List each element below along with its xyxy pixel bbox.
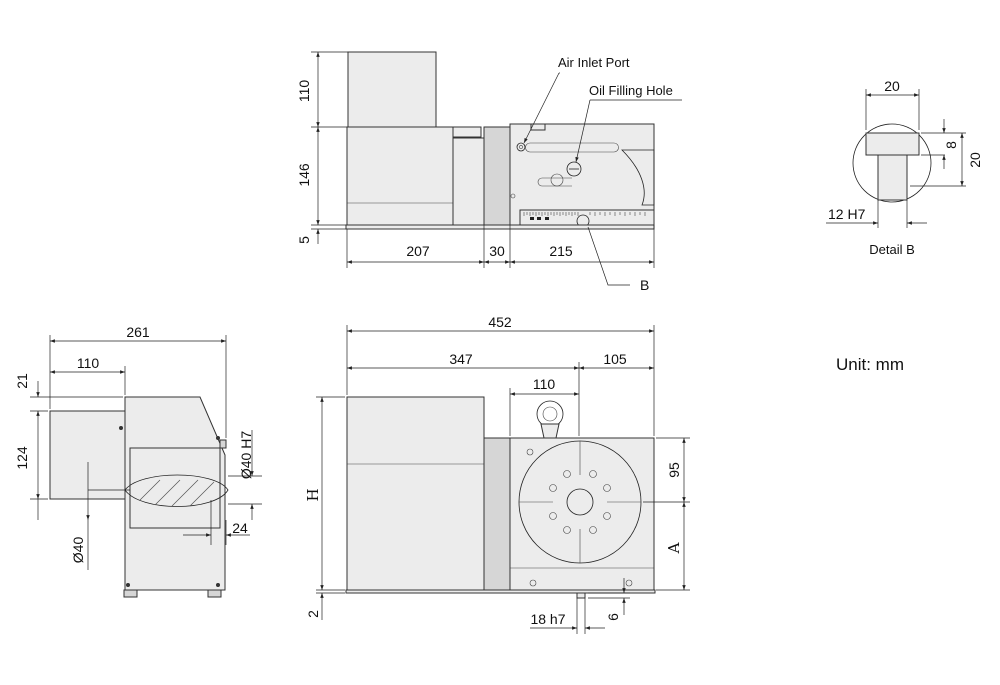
dim-side-124: 124 <box>14 446 30 470</box>
dim-front-452: 452 <box>488 314 512 330</box>
oil-filling-hole <box>566 161 582 177</box>
dim-side-bore-fit: Ø40 H7 <box>238 431 254 479</box>
coupling-housing <box>483 126 511 226</box>
oil-filling-label: Oil Filling Hole <box>589 83 673 98</box>
lifting-eye <box>536 400 564 428</box>
dim-detail-20w: 20 <box>884 78 900 94</box>
dim-side-24: 24 <box>232 520 248 536</box>
side-bore-frame <box>129 447 221 529</box>
dim-front-95: 95 <box>666 462 682 478</box>
detail-slot-top <box>865 132 920 156</box>
dim-top-207: 207 <box>406 243 430 259</box>
dim-top-30: 30 <box>489 243 505 259</box>
motor-cover <box>347 51 437 128</box>
dim-front-h: H <box>304 488 322 501</box>
dim-front-6: 6 <box>605 613 621 621</box>
air-fitting <box>530 123 546 131</box>
dim-detail-8: 8 <box>943 141 959 149</box>
dim-front-2: 2 <box>305 610 321 618</box>
detail-b-circle <box>852 123 932 203</box>
scale-ticks <box>523 212 646 216</box>
base-plate <box>345 224 655 230</box>
center-bore <box>566 488 594 516</box>
dim-side-110: 110 <box>77 355 100 371</box>
front-view: 452 347 105 110 H 2 95 A 18 h7 6 <box>304 314 690 634</box>
motor-flange <box>452 137 485 226</box>
dim-detail-12h7: 12 H7 <box>828 206 866 222</box>
top-view: 110 146 5 207 30 215 Air Inlet Port Oil … <box>296 51 682 293</box>
dim-top-110: 110 <box>296 80 312 103</box>
detail-b-title: Detail B <box>869 242 915 257</box>
detail-b-view: 20 8 20 12 H7 Detail B <box>826 78 983 257</box>
t-slot-holes <box>549 470 611 534</box>
dim-top-215: 215 <box>549 243 573 259</box>
dim-front-a: A <box>665 542 683 554</box>
side-view: 261 110 21 124 Ø40 H7 Ø40 24 <box>14 324 262 598</box>
dim-side-21: 21 <box>14 373 30 389</box>
front-coupling <box>483 437 511 591</box>
side-bore-section <box>124 474 229 507</box>
front-key <box>576 592 586 599</box>
detail-slot-key <box>877 154 908 201</box>
dim-side-bore-dia: Ø40 <box>70 537 86 564</box>
unit-label: Unit: mm <box>836 355 904 374</box>
dim-front-110: 110 <box>533 376 556 392</box>
detail-b-ref: B <box>640 277 649 293</box>
dim-front-105: 105 <box>603 351 627 367</box>
dim-top-5: 5 <box>296 236 312 244</box>
side-motor <box>49 410 126 500</box>
motor-body <box>346 126 454 226</box>
side-foot-right <box>207 589 222 598</box>
front-housing <box>509 437 655 591</box>
air-inlet-port <box>516 142 526 152</box>
dim-top-146: 146 <box>296 163 312 187</box>
motor-connector <box>452 126 482 138</box>
dim-side-261: 261 <box>126 324 150 340</box>
front-motor <box>346 396 485 591</box>
side-foot-left <box>123 589 138 598</box>
dim-front-18h7: 18 h7 <box>530 611 565 627</box>
table-curve <box>621 149 655 206</box>
dim-front-347: 347 <box>449 351 473 367</box>
air-inlet-label: Air Inlet Port <box>558 55 630 70</box>
dim-detail-20h: 20 <box>967 152 983 168</box>
front-base-plate <box>345 589 656 594</box>
